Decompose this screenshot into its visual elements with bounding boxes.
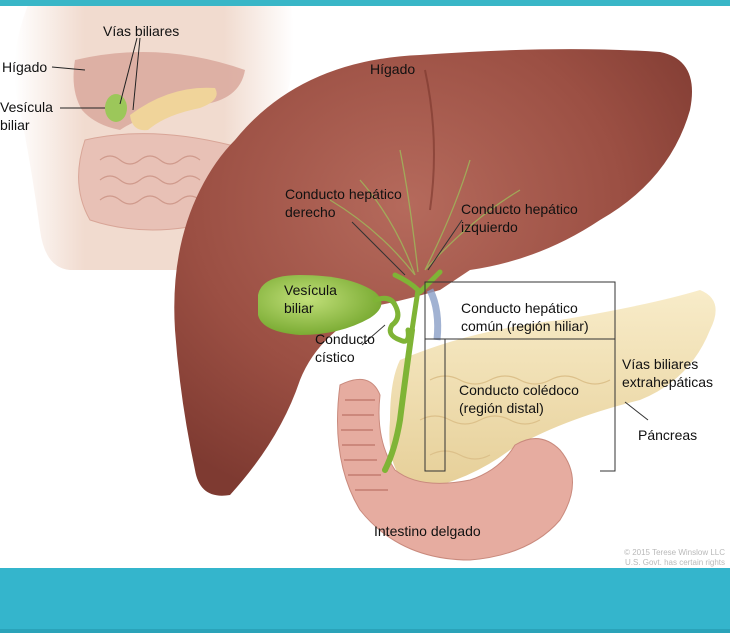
cystic-label-1: Conducto xyxy=(315,331,375,347)
common-bile-label-1: Conducto colédoco xyxy=(459,382,579,398)
left-hepatic-label-1: Conducto hepático xyxy=(461,201,578,217)
right-hepatic-label-2: derecho xyxy=(285,204,336,220)
left-hepatic-label-2: izquierdo xyxy=(461,219,518,235)
gallbladder-label-2: biliar xyxy=(284,300,314,316)
common-bile-label-2: (región distal) xyxy=(459,400,544,416)
extrahepatic-label-1: Vías biliares xyxy=(622,356,698,372)
right-hepatic-label-1: Conducto hepático xyxy=(285,186,402,202)
cystic-label-2: cístico xyxy=(315,349,355,365)
main-organs xyxy=(174,49,715,560)
copyright-notice: © 2015 Terese Winslow LLC U.S. Govt. has… xyxy=(555,548,725,568)
bottom-banner xyxy=(0,568,730,633)
pancreas-label: Páncreas xyxy=(638,427,697,443)
top-accent-bar xyxy=(0,0,730,6)
extrahepatic-label-2: extrahepáticas xyxy=(622,374,713,390)
liver-label: Hígado xyxy=(370,61,415,77)
common-hepatic-label-2: común (región hiliar) xyxy=(461,318,589,334)
gallbladder-label-1: Vesícula xyxy=(284,282,337,298)
inset-liver-label: Hígado xyxy=(2,59,47,75)
inset-gallbladder-label-2: biliar xyxy=(0,117,30,133)
pancreas-leader xyxy=(625,402,648,420)
portal-vessel xyxy=(430,290,438,340)
inset-bile-ducts-label: Vías biliares xyxy=(103,23,179,39)
inset-gallbladder-shape xyxy=(105,94,127,122)
inset-gallbladder-label-1: Vesícula xyxy=(0,99,53,115)
common-hepatic-label-1: Conducto hepático xyxy=(461,300,578,316)
bottom-accent-strip xyxy=(0,629,730,633)
small-intestine-label: Intestino delgado xyxy=(374,523,481,539)
